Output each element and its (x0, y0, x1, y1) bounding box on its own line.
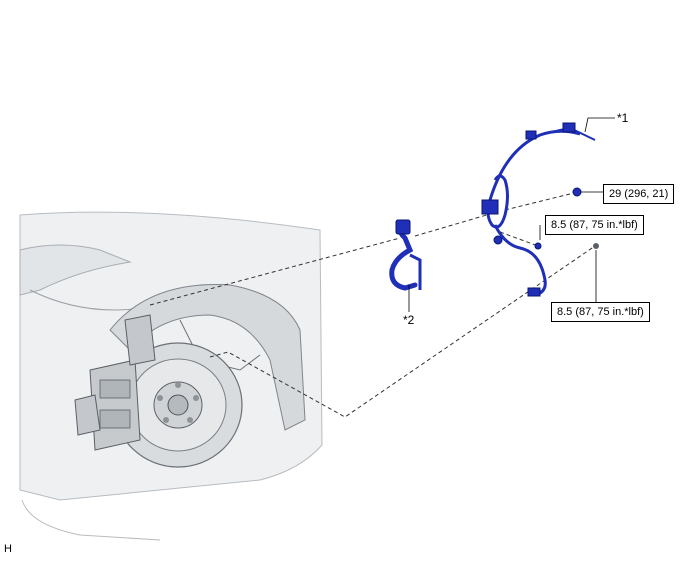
sensor-harness-part (481, 117, 615, 297)
callout-connectors (539, 191, 603, 302)
torque-callout-c: 8.5 (87, 75 in.*lbf) (551, 302, 650, 322)
torque-callout-b: 8.5 (87, 75 in.*lbf) (545, 215, 644, 235)
speed-sensor-part (389, 219, 422, 312)
corner-label: H (4, 543, 12, 555)
torque-callout-a: 29 (296, 21) (603, 184, 675, 204)
brake-disc-assembly (74, 314, 243, 468)
part-callout-1: *1 (617, 111, 629, 125)
part-callout-2: *2 (403, 313, 415, 327)
leader-lines (149, 191, 596, 418)
